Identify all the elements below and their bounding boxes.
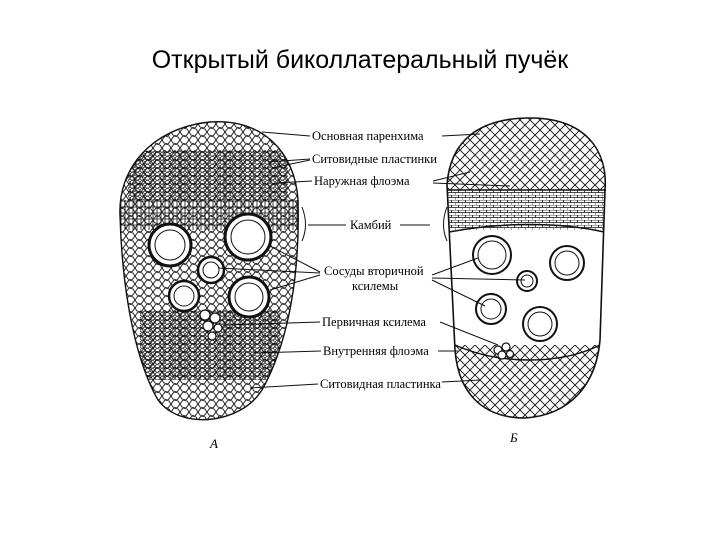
- primary-xylem-cluster-a: [199, 309, 223, 341]
- label-cambium: Камбий: [350, 218, 392, 232]
- figure-b-schematic: Б: [446, 117, 607, 445]
- label-primary-xylem: Первичная ксилема: [322, 315, 426, 329]
- figure-b-label: Б: [509, 430, 518, 445]
- leader-lines: [217, 131, 526, 389]
- primary-xylem-cluster-b: [493, 342, 515, 360]
- label-sieve-plate: Ситовидная пластинка: [320, 377, 441, 391]
- label-sieve-plates: Ситовидные пластинки: [312, 152, 437, 166]
- secondary-xylem-vessels-a: [147, 212, 273, 319]
- secondary-xylem-vessels-b: [472, 235, 585, 342]
- label-outer-phloem: Наружная флоэма: [314, 174, 410, 188]
- label-secondary-xylem-vessels: Сосуды вторичной: [324, 264, 424, 278]
- label-main-parenchyma: Основная паренхима: [312, 129, 424, 143]
- figure-a-label: А: [209, 436, 218, 451]
- page-title: Открытый биколлатеральный пучёк: [151, 46, 569, 74]
- label-inner-phloem: Внутренняя флоэма: [323, 344, 429, 358]
- label-secondary-xylem-vessels-cont: ксилемы: [352, 279, 399, 293]
